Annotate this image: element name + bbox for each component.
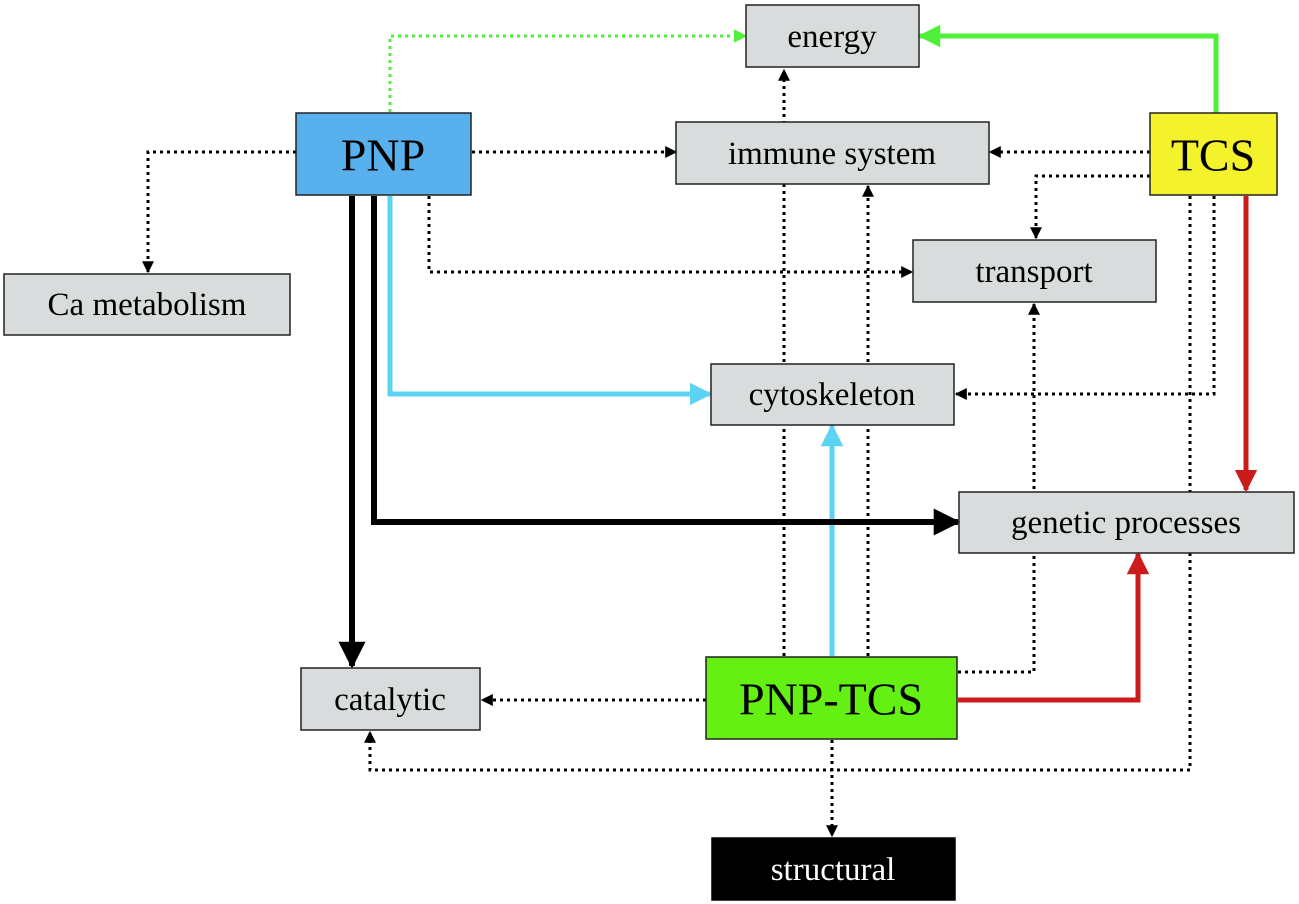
edge-tcs-to-energy <box>917 24 1219 113</box>
node-genetic-processes-box <box>958 491 1295 554</box>
node-genetic-processes-label: genetic processes <box>1011 505 1241 541</box>
node-tcs-box <box>1149 112 1278 196</box>
node-pnp-label: PNP <box>341 130 425 181</box>
edge-pnp-to-cytoskeleton <box>387 196 713 406</box>
node-structural: structural <box>711 837 956 901</box>
node-energy-label: energy <box>787 19 877 55</box>
node-immune-system-label: immune system <box>728 136 936 172</box>
edge-pnp-tcs-to-transport <box>958 302 1040 674</box>
node-immune-system-box <box>675 121 990 185</box>
node-ca-metabolism: Ca metabolism <box>3 273 291 336</box>
node-catalytic: catalytic <box>300 667 481 731</box>
edges <box>142 24 1258 838</box>
edge-pnp-tcs-to-genetic-processes <box>958 551 1150 703</box>
node-pnp: PNP <box>295 112 472 196</box>
node-energy: energy <box>745 4 920 68</box>
node-ca-metabolism-label: Ca metabolism <box>48 287 247 323</box>
node-pnp-tcs-box <box>705 656 958 740</box>
node-genetic-processes: genetic processes <box>958 491 1295 554</box>
edge-tcs-to-transport <box>1030 174 1150 240</box>
node-catalytic-label: catalytic <box>334 682 446 718</box>
node-catalytic-box <box>300 667 481 731</box>
node-structural-label: structural <box>771 852 896 888</box>
edge-pnp-to-transport <box>427 196 914 278</box>
node-pnp-tcs: PNP-TCS <box>705 656 958 740</box>
node-structural-box <box>711 837 956 901</box>
edge-pnp-to-ca-metabolism <box>142 150 296 274</box>
node-immune-system: immune system <box>675 121 990 185</box>
node-cytoskeleton-label: cytoskeleton <box>749 377 916 413</box>
node-transport-box <box>912 239 1157 303</box>
edge-pnp-to-genetic-processes <box>371 196 961 536</box>
edge-tcs-to-catalytic <box>364 196 1192 772</box>
node-cytoskeleton-box <box>710 363 955 426</box>
node-tcs: TCS <box>1149 112 1278 196</box>
node-cytoskeleton: cytoskeleton <box>710 363 955 426</box>
node-transport: transport <box>912 239 1157 303</box>
node-pnp-box <box>295 112 472 196</box>
node-ca-metabolism-box <box>3 273 291 336</box>
edge-tcs-to-cytoskeleton <box>954 196 1216 400</box>
node-energy-box <box>745 4 920 68</box>
node-tcs-label: TCS <box>1171 130 1255 181</box>
node-transport-label: transport <box>975 254 1092 290</box>
edge-pnp-to-energy <box>388 29 748 112</box>
node-pnp-tcs-label: PNP-TCS <box>739 674 923 725</box>
